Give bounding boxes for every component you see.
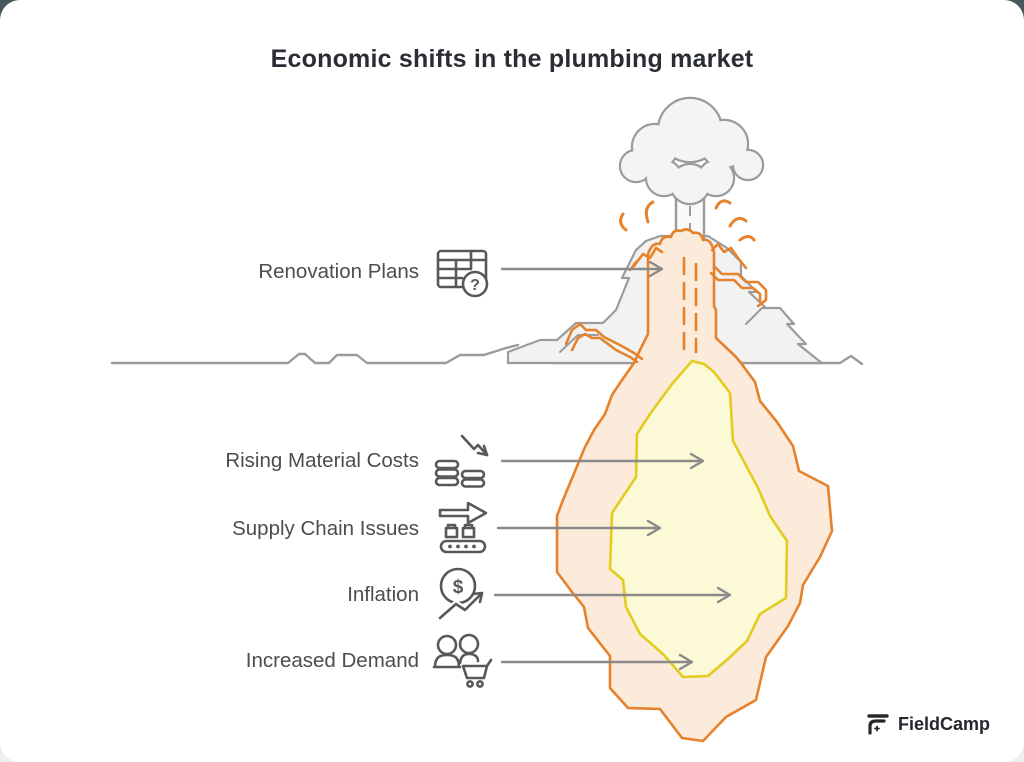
arrow-inflation (493, 586, 732, 604)
inflation-icon: $ (436, 567, 486, 622)
supply-chain-icon (438, 501, 488, 554)
arrow-rising-material-costs (500, 452, 705, 470)
label-text: Renovation Plans (258, 259, 419, 283)
label-text: Increased Demand (245, 648, 419, 672)
arrow-renovation-plans (500, 260, 664, 278)
smoke-cloud (618, 96, 765, 206)
renovation-plans-icon: ? (436, 249, 489, 298)
label-text: Supply Chain Issues (232, 516, 419, 540)
brand-name: FieldCamp (897, 713, 990, 734)
svg-text:$: $ (453, 577, 464, 598)
page-title: Economic shifts in the plumbing market (270, 45, 754, 73)
label-text: Inflation (347, 582, 419, 606)
label-supply-chain-issues: Supply Chain Issues (232, 498, 494, 560)
arrow-increased-demand (500, 653, 694, 671)
brand-logo: FieldCamp (866, 712, 990, 736)
fieldcamp-logo-icon (867, 714, 889, 735)
svg-text:?: ? (470, 277, 480, 294)
label-rising-material-costs: Rising Material Costs (225, 430, 494, 492)
lava-details (564, 199, 768, 364)
rising-material-costs-icon (434, 434, 489, 488)
connector-arrows (493, 260, 732, 671)
label-inflation: Inflation $ (347, 564, 494, 626)
label-renovation-plans: Renovation Plans ? (258, 241, 494, 303)
label-text: Rising Material Costs (225, 448, 419, 472)
arrow-supply-chain-issues (496, 519, 662, 537)
increased-demand-icon (432, 633, 493, 688)
label-increased-demand: Increased Demand (246, 630, 494, 692)
magma-chamber-inner (608, 359, 789, 679)
